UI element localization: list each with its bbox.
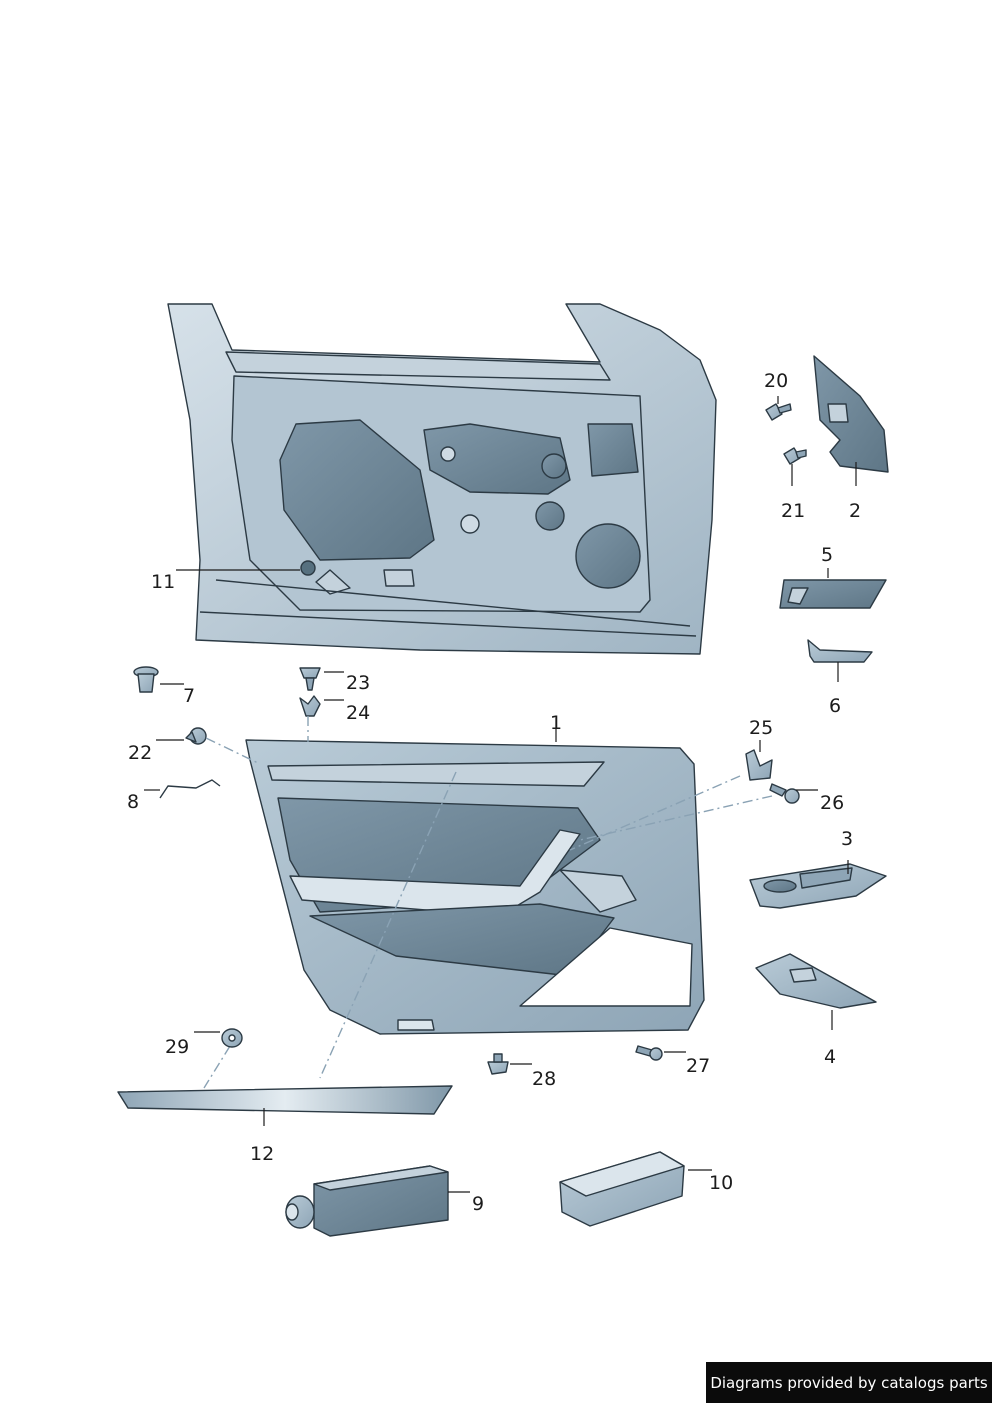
- callout-24: 24: [346, 702, 371, 724]
- screw-20: [765, 403, 792, 421]
- screw-22: [185, 727, 207, 745]
- cable-8: [159, 779, 221, 799]
- callout-29: 29: [165, 1036, 190, 1058]
- callout-11: 11: [151, 571, 176, 593]
- callout-4: 4: [824, 1046, 837, 1068]
- light-module-9: [285, 1165, 449, 1237]
- callout-2: 2: [849, 500, 862, 522]
- callout-1: 1: [550, 712, 563, 734]
- callout-9: 9: [472, 1193, 485, 1215]
- callout-8: 8: [127, 791, 140, 813]
- trim-strip-6: [807, 639, 873, 663]
- clip-24: [299, 695, 321, 717]
- callout-23: 23: [346, 672, 371, 694]
- door-inner-shell: [167, 303, 717, 655]
- handle-cover-5: [779, 579, 887, 609]
- clip-25: [745, 749, 773, 781]
- footer-credit: Diagrams provided by catalogs parts: [706, 1362, 992, 1403]
- leader-lines: [144, 396, 857, 1193]
- callout-26: 26: [820, 792, 845, 814]
- callout-6: 6: [829, 695, 842, 717]
- callout-25: 25: [749, 717, 774, 739]
- switch-panel-3: [749, 863, 887, 909]
- screw-27: [635, 1045, 663, 1061]
- callout-3: 3: [841, 828, 854, 850]
- switch-panel-4: [755, 953, 877, 1009]
- callout-28: 28: [532, 1068, 557, 1090]
- callout-27: 27: [686, 1055, 711, 1077]
- clip-23: [299, 667, 321, 691]
- callout-21: 21: [781, 500, 806, 522]
- screw-26: [769, 783, 800, 804]
- nut-29: [221, 1028, 243, 1048]
- callout-22: 22: [128, 742, 153, 764]
- trim-strip-12: [117, 1085, 453, 1115]
- callout-10: 10: [709, 1172, 734, 1194]
- clip-7: [133, 666, 159, 693]
- mirror-trim-2: [813, 355, 889, 473]
- screw-21: [783, 447, 807, 465]
- callout-5: 5: [821, 544, 834, 566]
- callout-12: 12: [250, 1143, 275, 1165]
- door-trim-panel-1: [245, 739, 705, 1035]
- clip-28: [487, 1053, 509, 1075]
- storage-box-10: [559, 1151, 685, 1227]
- callout-20: 20: [764, 370, 789, 392]
- callout-7: 7: [183, 685, 196, 707]
